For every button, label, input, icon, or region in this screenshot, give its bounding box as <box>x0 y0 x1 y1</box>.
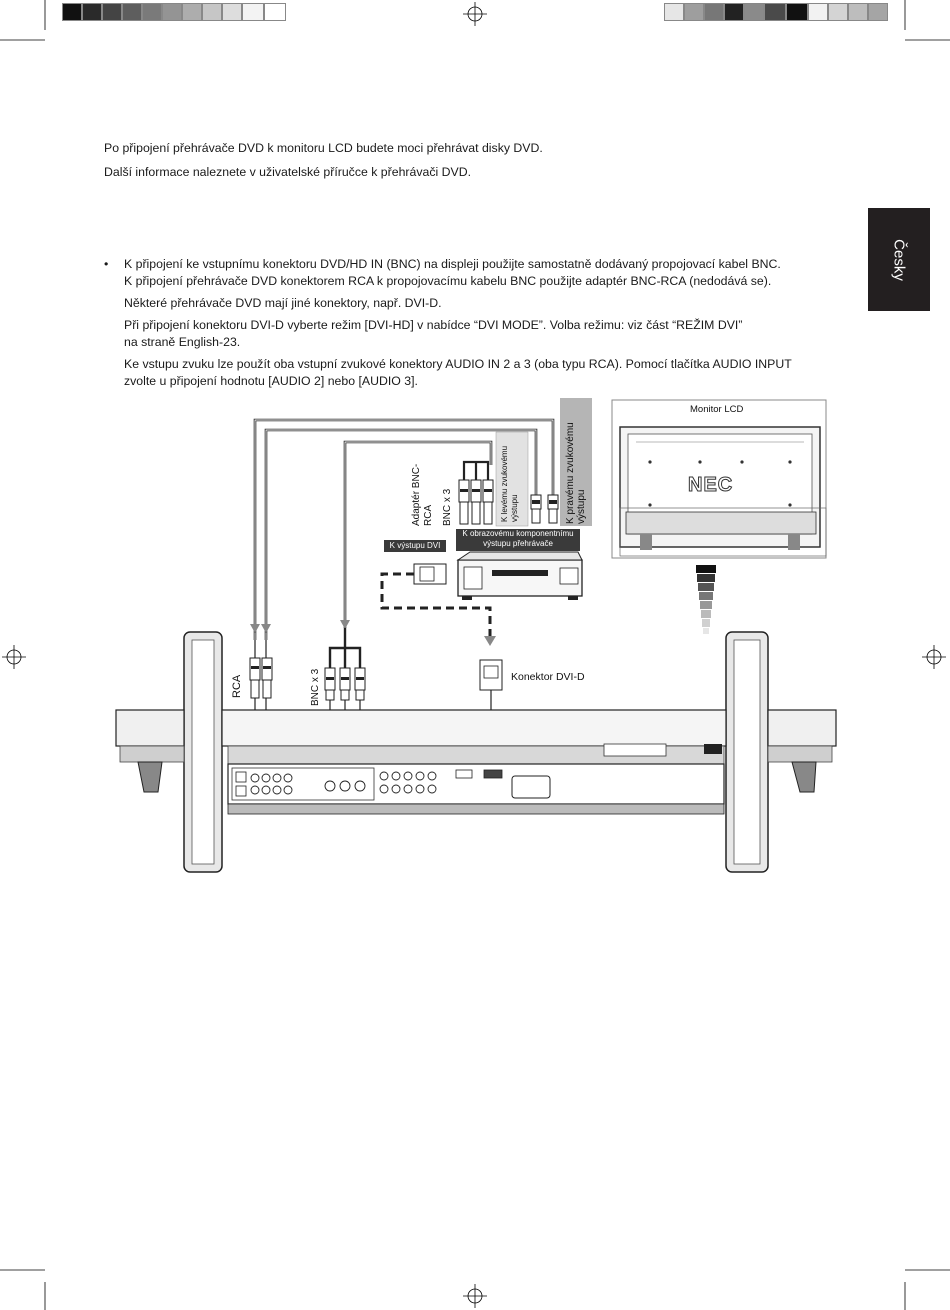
note-line-2: K připojení přehrávače DVD konektorem RC… <box>124 274 772 288</box>
brand-logo: NEC <box>687 474 734 497</box>
monitor-label: Monitor LCD <box>690 404 744 415</box>
note-line-6: Ke vstupu zvuku lze použít oba vstupní z… <box>124 357 792 371</box>
adapter-label: Adaptér BNC-RCA <box>411 463 434 526</box>
dvi-output-label: K výstupu DVI <box>384 540 446 552</box>
adapter-bnc-label: BNC x 3 <box>442 488 453 526</box>
component-output-label: K obrazovému komponentnímu výstupu přehr… <box>456 529 580 551</box>
bnc-label: BNC x 3 <box>310 668 321 706</box>
bullet-mark: • <box>104 257 109 271</box>
rca-label: RCA <box>231 674 243 698</box>
language-tab: Česky <box>868 208 930 311</box>
intro-line-2: Další informace naleznete v uživatelské … <box>104 165 472 179</box>
left-audio-label: K levému zvukovému výstupu <box>500 445 519 522</box>
note-line-3: Některé přehrávače DVD mají jiné konekto… <box>124 296 442 310</box>
note-line-1: K připojení ke vstupnímu konektoru DVD/H… <box>124 257 781 271</box>
dvi-connector-label: Konektor DVI-D <box>511 671 585 683</box>
note-line-5: na straně English-23. <box>124 335 241 349</box>
notes-list: • K připojení ke vstupnímu konektoru DVD… <box>104 256 792 390</box>
note-line-7: zvolte u připojení hodnotu [AUDIO 2] neb… <box>124 374 418 388</box>
right-audio-label: K pravému zvukovému výstupu <box>565 422 587 524</box>
note-line-4: Při připojení konektoru DVI-D vyberte re… <box>124 318 743 332</box>
intro-line-1: Po připojení přehrávače DVD k monitoru L… <box>104 141 543 155</box>
